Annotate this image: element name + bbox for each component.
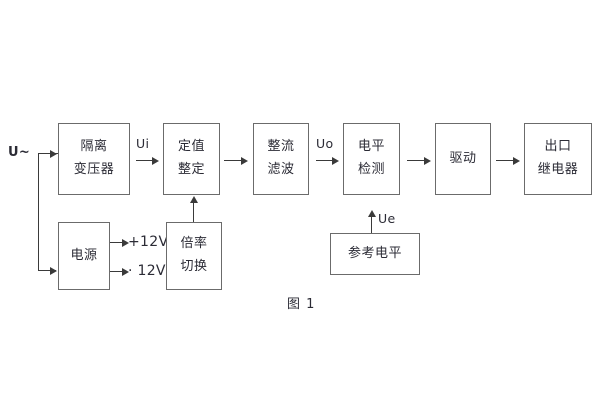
block-isolation-transformer-line-2: 变压器 bbox=[73, 162, 115, 177]
block-level-detection-line-2: 检测 bbox=[357, 162, 385, 177]
arrow-input-to-power-supply-icon bbox=[50, 266, 57, 275]
block-reference-level-line-1: 参考电平 bbox=[347, 245, 402, 261]
block-output-relay-line-2: 继电器 bbox=[537, 162, 579, 177]
block-isolation-transformer[interactable]: 隔离 变压器 bbox=[58, 123, 130, 195]
arrow-level-detection-to-driver-icon bbox=[424, 156, 431, 165]
line-setting-to-rectifier bbox=[224, 160, 245, 161]
signal-label-ue: Ue bbox=[378, 211, 396, 226]
arrow-setting-to-rectifier-icon bbox=[241, 156, 248, 165]
line-level-detection-to-driver bbox=[407, 160, 428, 161]
figure-caption: 图 1 bbox=[287, 297, 316, 312]
line-multiplier-to-setting bbox=[193, 200, 194, 222]
block-reference-level[interactable]: 参考电平 bbox=[330, 233, 420, 275]
signal-label-uo: Uo bbox=[316, 136, 334, 151]
line-driver-to-output-relay bbox=[496, 160, 517, 161]
input-source-label: U~ bbox=[8, 145, 31, 160]
arrow-reference-level-to-detection-icon bbox=[367, 210, 376, 217]
rail-negative-label: · 12V bbox=[128, 263, 166, 279]
rail-positive-label: +12V bbox=[128, 234, 169, 250]
block-rectifier-filter-line-1: 整流 bbox=[267, 139, 295, 155]
arrow-rail-negative-icon bbox=[122, 267, 129, 276]
input-to-transformer-line bbox=[38, 153, 56, 154]
arrow-multiplier-to-setting-icon bbox=[189, 196, 198, 203]
block-driver[interactable]: 驱动 bbox=[435, 123, 491, 195]
signal-label-ui: Ui bbox=[136, 136, 150, 151]
arrow-input-to-transformer-icon bbox=[50, 149, 57, 158]
line-rail-positive bbox=[110, 242, 126, 243]
input-split-vertical-line bbox=[38, 153, 39, 271]
block-rectifier-filter-line-2: 滤波 bbox=[267, 162, 295, 177]
block-level-detection-line-1: 电平 bbox=[357, 139, 385, 155]
block-multiplier-switch-line-1: 倍率 bbox=[180, 236, 208, 252]
block-rectifier-filter[interactable]: 整流 滤波 bbox=[253, 123, 309, 195]
block-level-detection[interactable]: 电平 检测 bbox=[343, 123, 400, 195]
block-power-supply-line-1: 电源 bbox=[70, 247, 98, 263]
line-rail-negative bbox=[110, 271, 126, 272]
input-to-power-supply-line bbox=[38, 270, 56, 271]
arrow-rectifier-to-level-detection-icon bbox=[332, 156, 339, 165]
block-setting-adjustment-line-1: 定值 bbox=[177, 139, 205, 155]
arrow-rail-positive-icon bbox=[122, 238, 129, 247]
line-reference-level-to-detection bbox=[371, 214, 372, 233]
block-output-relay-line-1: 出口 bbox=[544, 139, 572, 155]
line-transformer-to-setting bbox=[136, 160, 155, 161]
block-driver-line-1: 驱动 bbox=[449, 150, 477, 166]
block-setting-adjustment[interactable]: 定值 整定 bbox=[163, 123, 220, 195]
line-rectifier-to-level-detection bbox=[316, 160, 335, 161]
block-setting-adjustment-line-2: 整定 bbox=[177, 162, 205, 177]
arrow-transformer-to-setting-icon bbox=[152, 156, 159, 165]
block-isolation-transformer-line-1: 隔离 bbox=[80, 139, 108, 155]
block-multiplier-switch[interactable]: 倍率 切换 bbox=[166, 222, 222, 290]
block-multiplier-switch-line-2: 切换 bbox=[180, 259, 208, 274]
block-output-relay[interactable]: 出口 继电器 bbox=[524, 123, 592, 195]
block-power-supply[interactable]: 电源 bbox=[58, 222, 110, 290]
arrow-driver-to-output-relay-icon bbox=[513, 156, 520, 165]
